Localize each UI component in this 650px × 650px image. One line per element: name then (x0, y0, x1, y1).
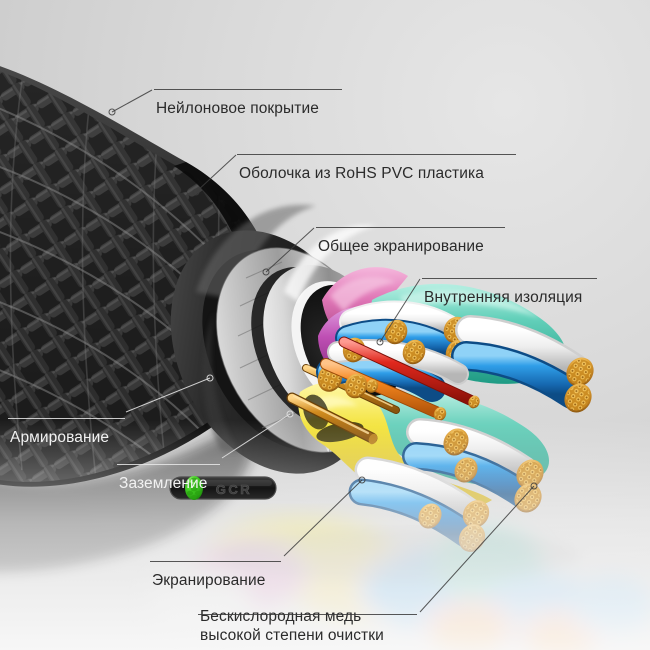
callout-shielding: Экранирование (152, 534, 265, 629)
callout-overall-shield: Общее экранирование (318, 200, 484, 295)
callout-grounding-rule (117, 464, 220, 465)
callout-reinforcement-rule (8, 418, 125, 419)
callout-pvc-sheath-rule (237, 154, 516, 155)
gcr-wordmark: GCR (216, 482, 252, 497)
wire-red (338, 336, 480, 409)
wire-pair-b (451, 315, 594, 413)
callout-shielding-rule (150, 561, 281, 562)
callout-pvc-sheath-text: Оболочка из RoHS PVC пластика (239, 164, 484, 182)
callout-grounding: Заземление (119, 437, 208, 532)
callout-nylon-coating: Нейлоновое покрытие (156, 62, 319, 157)
callout-reinforcement-text: Армирование (10, 428, 110, 446)
callout-nylon-coating-text: Нейлоновое покрытие (156, 99, 319, 117)
pinecone-icon (185, 476, 203, 500)
callout-pvc-sheath: Оболочка из RoHS PVC пластика (239, 127, 484, 222)
callout-ofc-copper-rule (198, 614, 417, 615)
callout-ofc-copper: Бескислородная медь высокой степени очис… (200, 570, 384, 650)
callout-inner-insulation-text: Внутренняя изоляция (424, 288, 583, 306)
callout-reinforcement: Армирование (10, 391, 109, 486)
callout-ofc-copper-text: Бескислородная медь высокой степени очис… (200, 607, 384, 644)
callout-inner-insulation: Внутренняя изоляция (424, 251, 582, 346)
gcr-logo-badge: GCR (168, 472, 280, 508)
callout-grounding-text: Заземление (119, 474, 208, 492)
copper-tip (564, 357, 594, 413)
callout-overall-shield-rule (316, 227, 505, 228)
wire-orange (320, 358, 447, 421)
callout-shielding-text: Экранирование (152, 571, 266, 589)
callout-inner-insulation-rule (422, 278, 597, 279)
callout-overall-shield-text: Общее экранирование (318, 237, 484, 255)
callout-nylon-coating-rule (154, 89, 342, 90)
